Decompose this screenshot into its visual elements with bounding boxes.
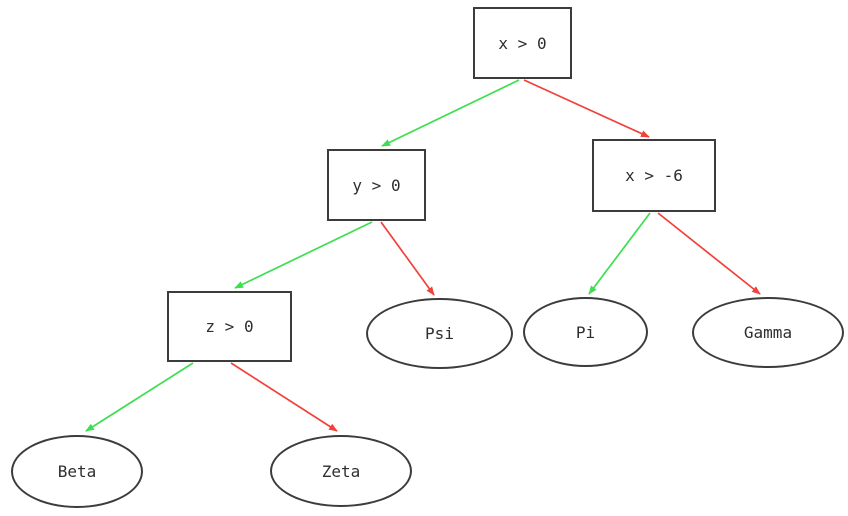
node-label: x > 0 [498, 33, 547, 53]
node-label: Gamma [743, 323, 793, 342]
node-label: z > 0 [205, 317, 254, 336]
edge-z0-to-zeta [230, 362, 338, 432]
node-label: y > 0 [352, 175, 401, 195]
edge-y0-to-psi [380, 221, 435, 296]
edge-z0-to-beta [85, 362, 194, 432]
leaf-node-beta: Beta [11, 435, 143, 508]
node-label: Zeta [321, 461, 361, 481]
leaf-node-psi: Psi [366, 298, 513, 369]
edge-y0-to-z0 [234, 221, 373, 289]
node-label: x > -6 [625, 166, 683, 185]
edge-root-to-y0 [381, 79, 520, 147]
decision-node-z-gt-0: z > 0 [167, 291, 292, 362]
leaf-node-gamma: Gamma [692, 297, 844, 368]
edge-root-to-xm6 [523, 79, 650, 138]
node-label: Pi [575, 322, 596, 342]
node-label: Psi [425, 324, 454, 343]
node-label: Beta [57, 462, 97, 481]
decision-node-x-gt-0: x > 0 [473, 7, 572, 79]
leaf-node-pi: Pi [523, 297, 648, 367]
decision-node-x-gt-neg6: x > -6 [592, 139, 716, 212]
edge-xm6-to-pi [588, 212, 651, 295]
leaf-node-zeta: Zeta [270, 435, 412, 507]
decision-node-y-gt-0: y > 0 [327, 149, 426, 221]
edge-xm6-to-gamma [657, 212, 761, 295]
